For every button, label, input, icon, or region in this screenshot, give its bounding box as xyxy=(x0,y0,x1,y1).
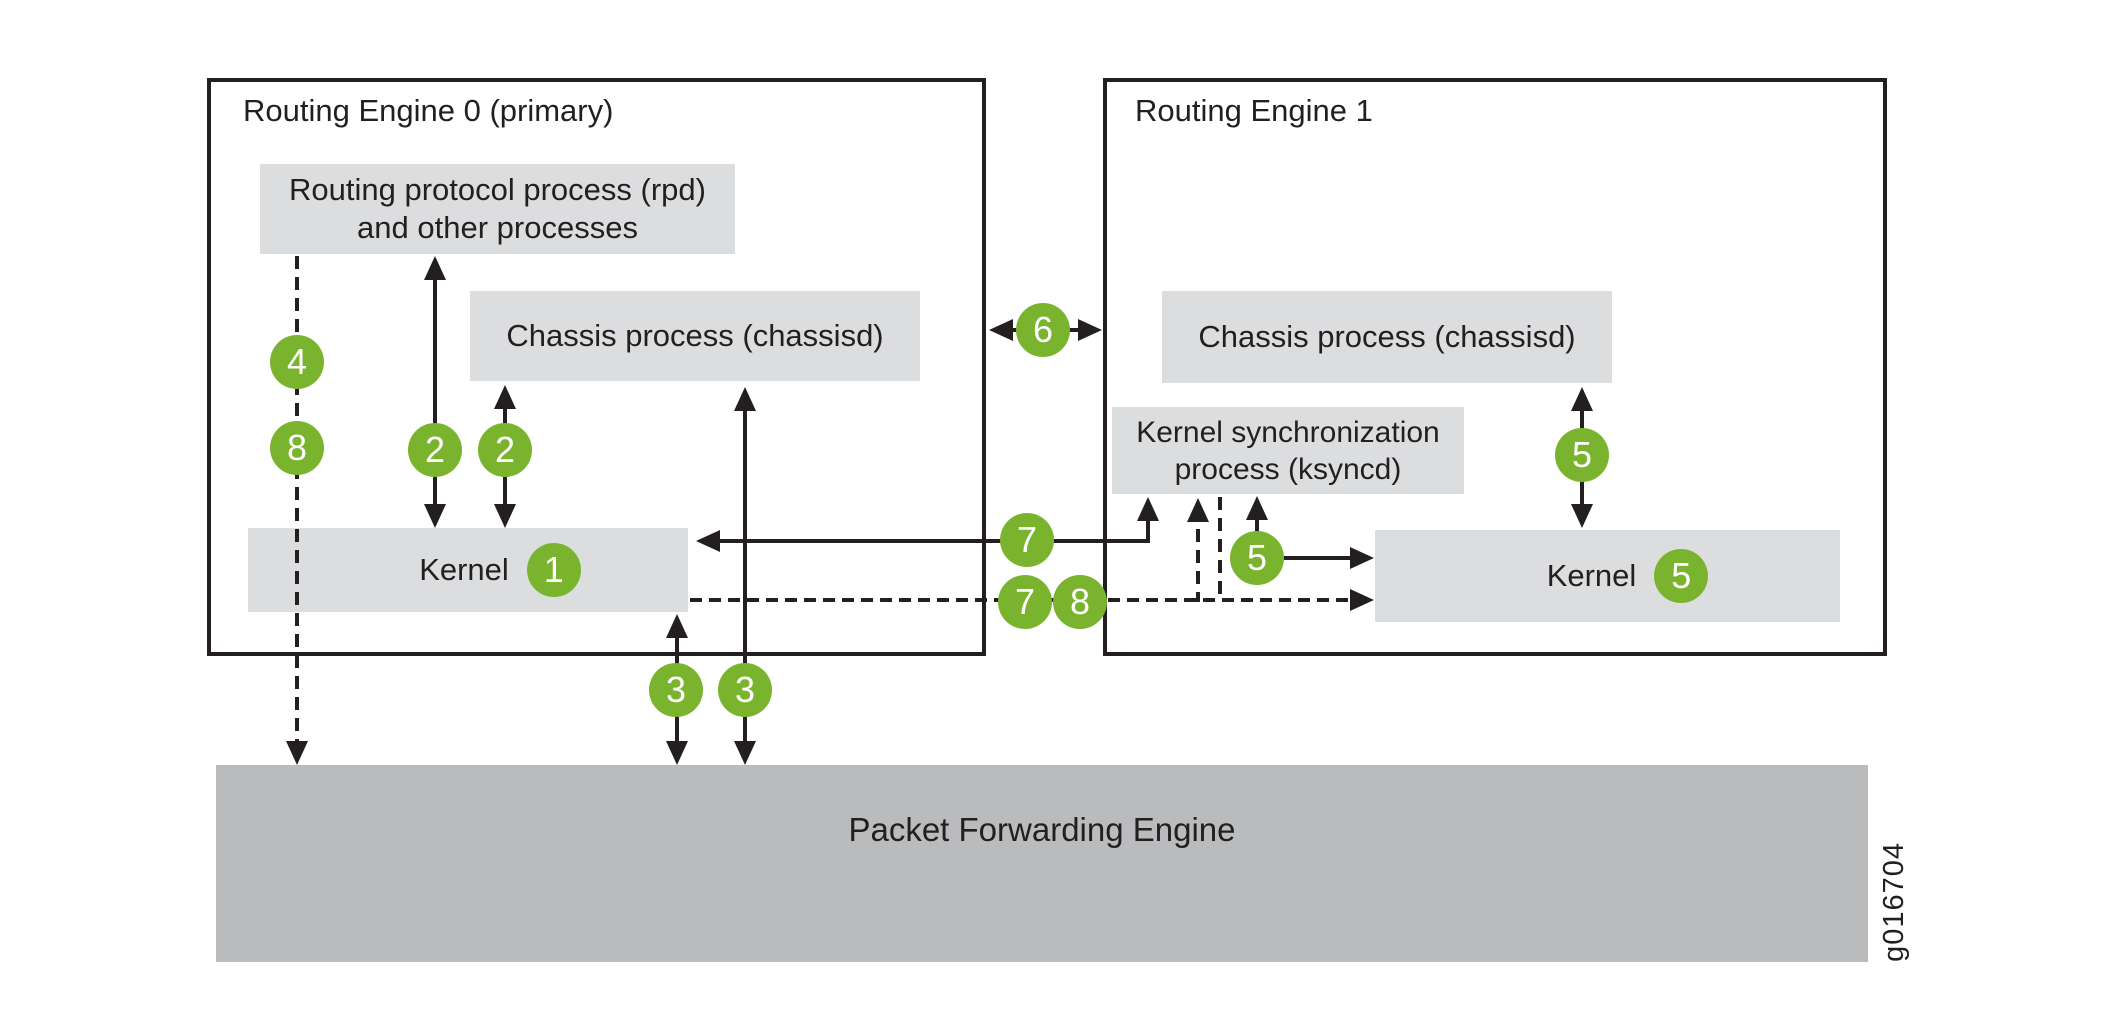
badge-3-left: 3 xyxy=(649,663,703,717)
badge-2-right: 2 xyxy=(478,423,532,477)
badge-8-lower: 8 xyxy=(1053,575,1107,629)
kernel-right-label: Kernel xyxy=(1546,558,1637,593)
arrowhead-up-icon xyxy=(424,256,446,280)
arrowhead-down-icon xyxy=(1571,504,1593,528)
arrowhead-up-icon xyxy=(494,385,516,409)
badge-6: 6 xyxy=(1016,303,1070,357)
line-ksyncd-dashed-drop xyxy=(1218,497,1222,602)
figure-id-label: g016704 xyxy=(1878,842,1910,962)
badge-5-chassisd: 5 xyxy=(1555,428,1609,482)
arrowhead-down-icon xyxy=(666,741,688,765)
routing-engine-1-box xyxy=(1103,78,1887,656)
arrow-ksyncd-kernel-horizontal xyxy=(1284,556,1352,560)
arrowhead-down-icon xyxy=(734,741,756,765)
badge-8-left: 8 xyxy=(270,421,324,475)
badge-2-left: 2 xyxy=(408,423,462,477)
chassisd-right-box: Chassis process (chassisd) xyxy=(1162,291,1612,383)
arrowhead-left-icon xyxy=(696,530,720,552)
badge-4: 4 xyxy=(270,335,324,389)
badge-7-lower: 7 xyxy=(998,575,1052,629)
badge-7-upper: 7 xyxy=(1000,513,1054,567)
arrowhead-up-icon xyxy=(1187,498,1209,522)
arrowhead-up-icon xyxy=(734,387,756,411)
badge-1: 1 xyxy=(526,543,581,597)
chassisd-left-box: Chassis process (chassisd) xyxy=(470,291,920,381)
arrow-kernel-ksyncd-vertical xyxy=(1146,505,1150,542)
routing-engine-1-title: Routing Engine 1 xyxy=(1135,93,1373,128)
ksyncd-label-line1: Kernel synchronization xyxy=(1136,415,1440,449)
arrowhead-right-icon xyxy=(1078,319,1102,341)
arrow-rpd-to-pfe-dashed xyxy=(295,256,299,741)
arrowhead-down-icon xyxy=(286,741,308,765)
arrow-rpd-kernel xyxy=(433,266,437,518)
ksyncd-box: Kernel synchronization process (ksyncd) xyxy=(1112,407,1464,494)
arrow-kernel-ksyncd-horizontal xyxy=(714,539,1150,543)
arrowhead-up-icon xyxy=(666,614,688,638)
arrowhead-left-icon xyxy=(989,319,1013,341)
arrowhead-down-icon xyxy=(424,504,446,528)
chassisd-right-label: Chassis process (chassisd) xyxy=(1198,319,1576,354)
rpd-process-label-line2: and other processes xyxy=(357,210,638,245)
ksyncd-label-line2: process (ksyncd) xyxy=(1174,452,1402,486)
badge-5-kernel: 5 xyxy=(1654,549,1709,603)
badge-3-right: 3 xyxy=(718,663,772,717)
kernel-left-label: Kernel xyxy=(419,552,509,587)
routing-engine-0-box xyxy=(207,78,986,656)
arrowhead-up-icon xyxy=(1137,497,1159,521)
arrow-ksyncd-kernel-vertical xyxy=(1255,506,1259,534)
arrowhead-up-icon xyxy=(1571,387,1593,411)
arrowhead-down-icon xyxy=(494,504,516,528)
arrow-dashed-up-ksyncd xyxy=(1196,508,1200,602)
badge-5-ksyncd: 5 xyxy=(1230,531,1284,585)
arrowhead-right-icon xyxy=(1350,589,1374,611)
kernel-left-box: Kernel 1 xyxy=(248,528,688,612)
routing-engine-0-title: Routing Engine 0 (primary) xyxy=(243,93,614,128)
packet-forwarding-engine-box: Packet Forwarding Engine xyxy=(216,765,1868,962)
chassisd-left-label: Chassis process (chassisd) xyxy=(506,318,884,353)
packet-forwarding-engine-label: Packet Forwarding Engine xyxy=(848,811,1236,848)
rpd-process-label-line1: Routing protocol process (rpd) xyxy=(289,172,706,207)
kernel-right-box: Kernel 5 xyxy=(1375,530,1840,622)
rpd-process-box: Routing protocol process (rpd) and other… xyxy=(260,164,735,254)
arrowhead-up-icon xyxy=(1246,496,1268,520)
arrowhead-right-icon xyxy=(1350,547,1374,569)
arrow-chassisd-pfe xyxy=(743,397,747,751)
